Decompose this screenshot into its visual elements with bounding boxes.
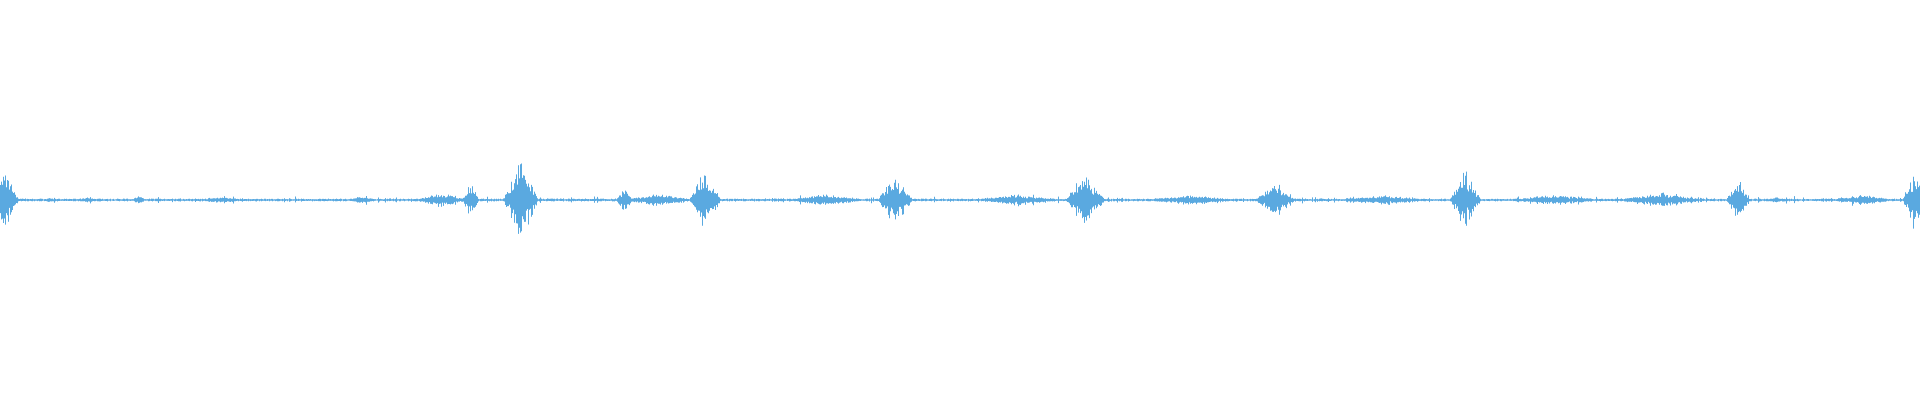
waveform-samples xyxy=(0,163,1920,234)
waveform-amplitude-path xyxy=(0,163,1920,234)
